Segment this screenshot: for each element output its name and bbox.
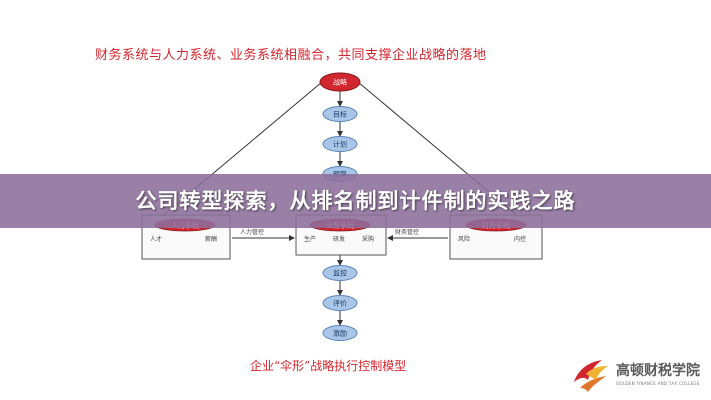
brand-logo: 高顿财税学院 GOLDEN FINANCE AND TAX COLLEGE — [570, 352, 710, 394]
title-banner — [0, 174, 711, 228]
node-evaluate-label: 评价 — [333, 300, 347, 308]
article-title: 公司转型探索，从排名制到计件制的实践之路 — [135, 189, 576, 213]
box-business-item: 采购 — [362, 235, 374, 243]
node-monitor-label: 监控 — [333, 269, 347, 278]
logo-subtitle: GOLDEN FINANCE AND TAX COLLEGE — [616, 381, 700, 386]
node-monitor — [322, 265, 358, 281]
box-finance-item: 风险 — [458, 235, 470, 243]
node-strategy-label: 战略 — [333, 78, 347, 87]
node-plan — [322, 136, 358, 152]
box-hr-item: 薪酬 — [205, 235, 217, 243]
node-strategy — [319, 72, 361, 92]
node-goal-label: 目标 — [333, 110, 347, 119]
node-incentive-label: 激励 — [333, 329, 347, 338]
link-finance-control: 财务管控 — [395, 228, 419, 236]
diagram-caption-bottom: 企业“伞形”战略执行控制模型 — [250, 359, 407, 373]
box-finance-item: 内控 — [514, 235, 526, 243]
node-incentive — [322, 325, 358, 341]
node-plan-label: 计划 — [333, 140, 347, 149]
diagram-caption-top: 财务系统与人力系统、业务系统相融合，共同支撑企业战略的落地 — [95, 48, 487, 63]
box-business-item: 生产 — [304, 235, 316, 243]
box-business-item: 研发 — [333, 235, 345, 243]
logo-mark-icon — [574, 360, 608, 392]
node-goal — [322, 106, 358, 122]
link-hr-control: 人力管控 — [240, 228, 264, 236]
box-hr-item: 人才 — [150, 235, 162, 243]
logo-name: 高顿财税学院 — [616, 363, 700, 379]
node-evaluate — [322, 295, 358, 311]
